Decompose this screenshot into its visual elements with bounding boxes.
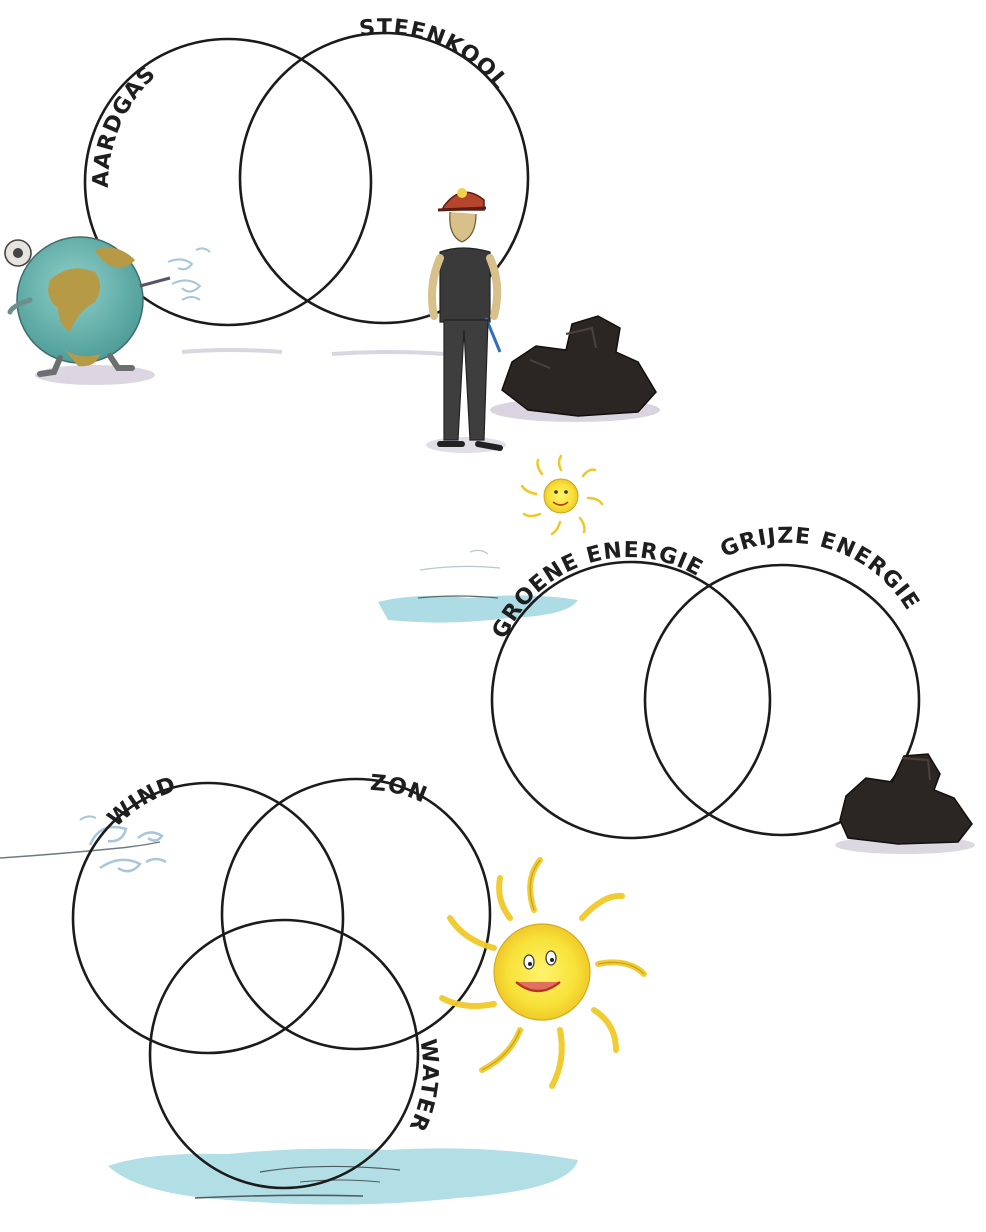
- label-zon: ZON: [369, 771, 431, 809]
- label-wind: WIND: [103, 772, 180, 832]
- label-aardgas: AARDGAS: [89, 61, 161, 188]
- wind-icon: [0, 816, 166, 871]
- sun-icon: [522, 456, 602, 534]
- label-steenkool: STEENKOOL: [358, 15, 513, 95]
- venn-renewable: WIND ZON WATER: [73, 771, 490, 1188]
- sun-icon: [442, 860, 644, 1086]
- coal-pile-icon: [490, 316, 660, 422]
- earth-globe-icon: [5, 237, 210, 385]
- venn-circle-water: [150, 920, 418, 1188]
- venn-circle-zon: [222, 779, 490, 1049]
- coal-pile-icon: [835, 754, 975, 854]
- label-water: WATER: [403, 1038, 442, 1136]
- water-icon: [108, 1148, 578, 1204]
- label-groene-energie: GROENE ENERGIE: [488, 538, 707, 643]
